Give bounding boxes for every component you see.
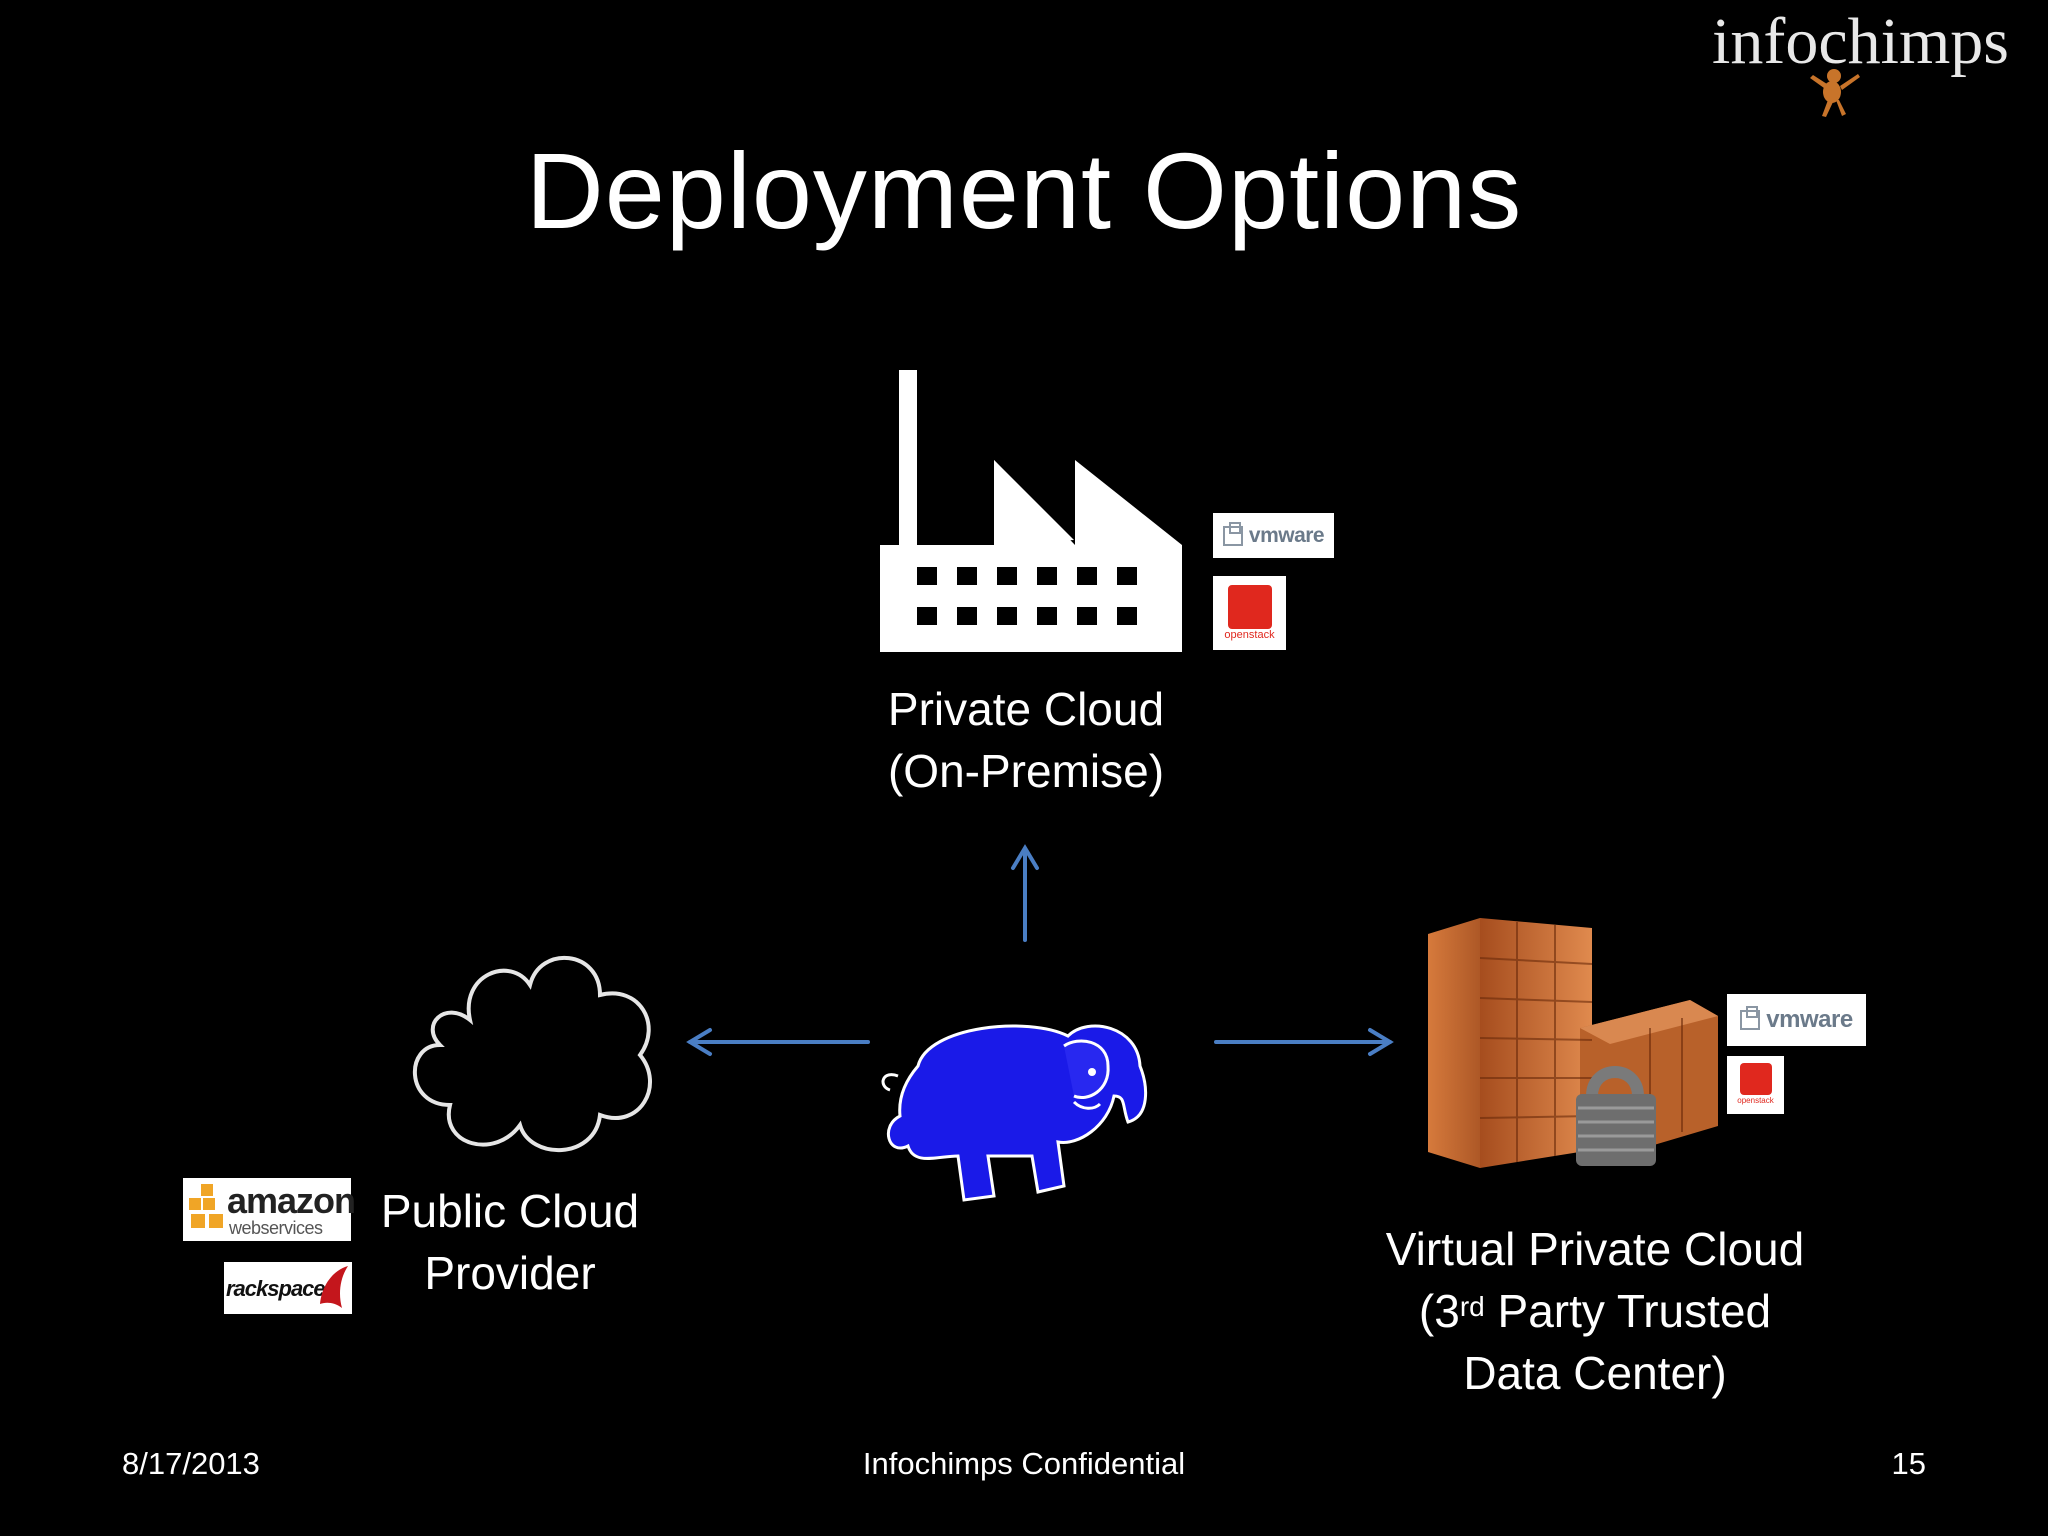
arrow-left: [686, 1028, 870, 1056]
vpc-line1: Virtual Private Cloud: [1385, 1223, 1805, 1275]
chimp-logo-icon: [1810, 69, 1860, 117]
vmware-label: vmware: [1248, 523, 1325, 547]
factory-icon: [880, 370, 1182, 652]
vpc-line2-sup: rd: [1459, 1291, 1485, 1322]
vmware-label: vmware: [1766, 1006, 1853, 1033]
openstack-label: openstack: [1224, 629, 1275, 641]
rackspace-logo: rackspace: [224, 1262, 352, 1314]
public-cloud-line1: Public Cloud: [380, 1185, 640, 1237]
openstack-icon: [1227, 585, 1272, 629]
private-cloud-line1: Private Cloud: [887, 683, 1165, 735]
padlock-icon: [1576, 1066, 1656, 1166]
private-cloud-caption: Private Cloud (On-Premise): [826, 678, 1226, 802]
webservices-label: webservices: [229, 1218, 323, 1238]
openstack-label: openstack: [1737, 1096, 1774, 1105]
footer-confidential: Infochimps Confidential: [862, 1446, 1186, 1481]
public-cloud-caption: Public Cloud Provider: [360, 1180, 660, 1304]
vpc-line2-suffix: Party Trusted: [1484, 1285, 1772, 1337]
vmware-logo-vpc: vmware: [1727, 994, 1866, 1046]
vmware-icon: [1222, 521, 1243, 546]
amazon-web-services-logo: amazon webservices: [183, 1178, 356, 1241]
footer-date: 8/17/2013: [122, 1446, 260, 1481]
rackspace-swoosh-icon: [320, 1266, 348, 1308]
hadoop-elephant-icon: [881, 1024, 1148, 1202]
infochimps-logo-text: infochimps: [1712, 5, 2009, 78]
vmware-icon: [1740, 1006, 1761, 1030]
data-center-icon: [1428, 918, 1718, 1168]
vmware-logo-private: vmware: [1213, 513, 1334, 558]
vpc-line2: (3rd Party Trusted: [1330, 1280, 1860, 1342]
footer-page-number: 15: [1891, 1446, 1926, 1481]
openstack-logo-vpc: openstack: [1727, 1056, 1784, 1114]
arrow-up: [1011, 844, 1039, 942]
slide-title: Deployment Options: [525, 130, 1523, 251]
amazon-label: amazon: [227, 1180, 356, 1221]
arrow-right: [1214, 1028, 1394, 1056]
private-cloud-line2: (On-Premise): [887, 745, 1165, 797]
vpc-line3: Data Center): [1463, 1347, 1727, 1399]
openstack-logo-private: openstack: [1213, 576, 1286, 650]
cloud-icon: [413, 955, 652, 1153]
vpc-line2-prefix: (3: [1418, 1285, 1460, 1337]
public-cloud-line2: Provider: [424, 1247, 596, 1299]
rackspace-label: rackspace: [226, 1276, 326, 1301]
aws-cubes-icon: [189, 1184, 223, 1228]
virtual-private-cloud-caption: Virtual Private Cloud (3rd Party Trusted…: [1330, 1218, 1860, 1404]
openstack-icon: [1739, 1063, 1772, 1095]
